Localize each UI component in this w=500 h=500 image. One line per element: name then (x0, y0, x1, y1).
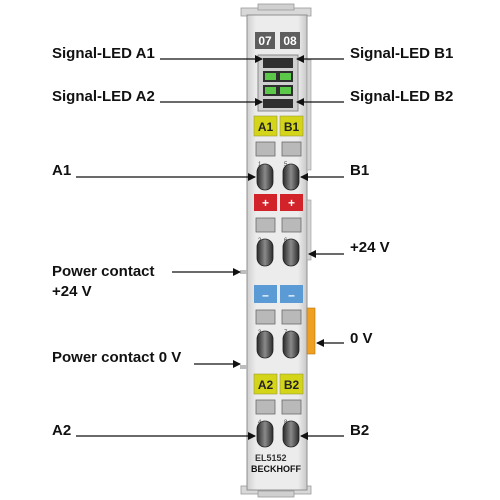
led-number-labels: 07 08 (255, 32, 300, 49)
callout-b2: B2 (350, 422, 370, 439)
brand-name: BECKHOFF (251, 464, 301, 474)
plus-labels: + + (254, 194, 303, 211)
clamp-row-4: 4 8 (255, 399, 302, 448)
callout-signal-led-a1: Signal-LED A1 (52, 45, 155, 62)
callout-power-contact-24v-line1: Power contact (52, 263, 155, 280)
led-slot (263, 58, 293, 68)
callout-0v: 0 V (350, 330, 373, 347)
power-contact-pin-0v (240, 365, 247, 369)
callout-a1: A1 (52, 162, 72, 179)
terminal-label-b2: B2 (284, 378, 300, 392)
callout-plus-24v: +24 V (350, 239, 390, 256)
terminal-label-minus-right: – (288, 288, 295, 302)
led-panel (257, 54, 299, 112)
callout-power-contact-0v: Power contact 0 V (52, 349, 182, 366)
power-contact-0v-orange (306, 307, 316, 355)
signal-led-a2 (265, 87, 276, 94)
minus-labels: – – (254, 285, 303, 303)
terminal-label-a2: A2 (258, 378, 274, 392)
power-contact-pin-24v (240, 270, 247, 274)
clamp-number-5: 5 (284, 162, 288, 168)
led-slot (263, 71, 293, 82)
callout-power-contact-24v-line2: +24 V (52, 283, 92, 300)
led-number-07: 07 (258, 34, 272, 48)
spring-clamp-a2[interactable] (256, 420, 274, 448)
clamp-number-1: 1 (258, 162, 262, 168)
signal-led-b2 (280, 87, 291, 94)
spring-clamp-plus-right[interactable] (282, 238, 300, 267)
callout-a2: A2 (52, 422, 72, 439)
callout-b1: B1 (350, 162, 370, 179)
terminal-label-b1: B1 (284, 120, 300, 134)
spring-clamp-minus-right[interactable] (282, 330, 300, 359)
channel-labels-top: A1 B1 (253, 115, 304, 137)
spring-clamp-minus-left[interactable] (256, 330, 274, 359)
terminal-label-minus-left: – (262, 288, 269, 302)
callout-signal-led-b2: Signal-LED B2 (350, 88, 454, 105)
clamp-row-1: 1 5 (255, 141, 302, 191)
terminal-label-plus-left: + (262, 196, 269, 210)
callout-arrows (76, 55, 344, 440)
led-slot (263, 85, 293, 96)
callout-signal-led-a2: Signal-LED A2 (52, 88, 155, 105)
spring-clamp-plus-left[interactable] (256, 238, 274, 267)
led-number-08: 08 (283, 34, 297, 48)
spring-clamp-b1[interactable] (282, 163, 300, 191)
callout-signal-led-b1: Signal-LED B1 (350, 45, 454, 62)
signal-led-a1 (265, 73, 276, 80)
terminal-label-a1: A1 (258, 120, 274, 134)
signal-led-b1 (280, 73, 291, 80)
model-number: EL5152 (255, 453, 287, 463)
clamp-row-2: 2 6 (255, 217, 302, 267)
spring-clamp-b2[interactable] (282, 420, 300, 448)
housing-ribs (306, 59, 312, 261)
clamp-row-3: 3 7 (255, 309, 302, 359)
channel-labels-bottom: A2 B2 (253, 373, 304, 395)
led-slot (263, 99, 293, 108)
terminal-label-plus-right: + (288, 196, 295, 210)
spring-clamp-a1[interactable] (256, 163, 274, 191)
